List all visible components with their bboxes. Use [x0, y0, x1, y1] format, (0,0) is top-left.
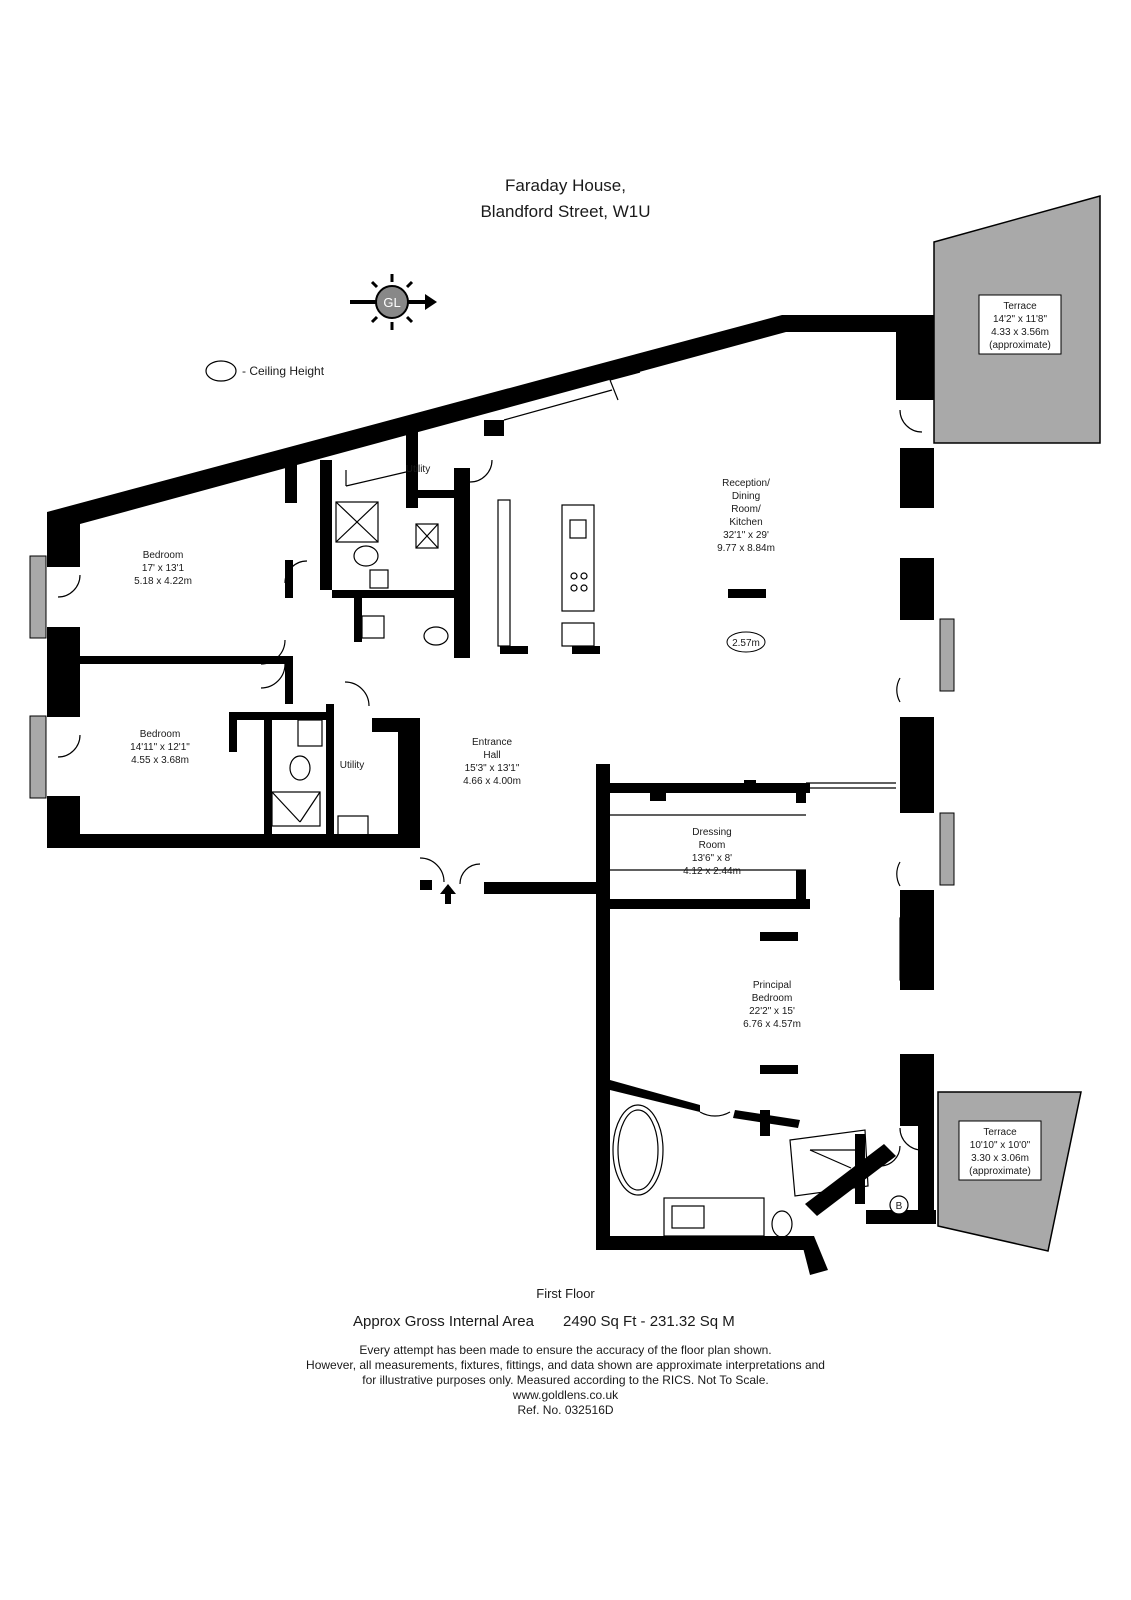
- room-size-imperial: 10'10" x 10'0": [970, 1140, 1031, 1151]
- room-name: Reception/: [722, 478, 770, 489]
- room-size-imperial: 15'3" x 13'1": [465, 763, 520, 774]
- entrance-hall-label: Entrance Hall 15'3" x 13'1" 4.66 x 4.00m: [463, 737, 521, 787]
- property-name: Faraday House,: [505, 176, 626, 195]
- area-label: Approx Gross Internal Area: [353, 1313, 534, 1330]
- compass-icon: GL: [350, 274, 437, 330]
- disclaimer-line-2: However, all measurements, fixtures, fit…: [306, 1358, 825, 1372]
- room-size-metric: 4.55 x 3.68m: [131, 755, 189, 766]
- terrace-top-label-box: [978, 294, 1062, 355]
- room-size-imperial: 22'2" x 15': [749, 1006, 795, 1017]
- beam: [728, 589, 766, 598]
- room-name: Terrace: [983, 1127, 1017, 1138]
- reference-number: Ref. No. 032516D: [517, 1403, 614, 1417]
- reception-label: Reception/ Dining Room/ Kitchen 32'1" x …: [717, 478, 775, 554]
- room-size-metric: 3.30 x 3.06m: [971, 1153, 1029, 1164]
- room-size-metric: 5.18 x 4.22m: [134, 576, 192, 587]
- boiler-label: B: [896, 1201, 903, 1212]
- ceiling-height-icon: [205, 360, 237, 382]
- room-name: Hall: [483, 750, 500, 761]
- room-name: Terrace: [1003, 301, 1037, 312]
- beam: [760, 1065, 798, 1074]
- reception-ceiling-height: 2.57m: [732, 638, 760, 649]
- room-note: (approximate): [969, 1166, 1031, 1177]
- disclaimer-line-3: for illustrative purposes only. Measured…: [362, 1373, 769, 1387]
- entrance-arrow-icon: [440, 884, 456, 904]
- disclaimer-line-1: Every attempt has been made to ensure th…: [359, 1343, 772, 1357]
- terrace-bottom-label-box: [958, 1120, 1042, 1181]
- room-name: Entrance: [472, 737, 512, 748]
- floor-label: First Floor: [536, 1286, 595, 1301]
- compass-label: GL: [383, 295, 400, 310]
- property-address: Blandford Street, W1U: [480, 202, 651, 221]
- room-size-metric: 4.66 x 4.00m: [463, 776, 521, 787]
- ceiling-height-legend: - Ceiling Height: [242, 364, 325, 378]
- room-name: Bedroom: [752, 993, 793, 1004]
- room-name: Kitchen: [729, 517, 762, 528]
- room-size-metric: 4.12 x 2.44m: [683, 866, 741, 877]
- website-link[interactable]: www.goldlens.co.uk: [512, 1388, 619, 1402]
- interior-walls: [80, 420, 865, 1204]
- dressing-room-label: Dressing Room 13'6" x 8' 4.12 x 2.44m: [683, 827, 741, 877]
- terrace-bottom-label: Terrace 10'10" x 10'0" 3.30 x 3.06m (app…: [969, 1127, 1031, 1177]
- room-note: (approximate): [989, 340, 1051, 351]
- room-size-metric: 9.77 x 8.84m: [717, 543, 775, 554]
- window: [29, 715, 47, 799]
- room-name: Room/: [731, 504, 761, 515]
- room-size-imperial: 14'2" x 11'8": [993, 314, 1048, 325]
- room-name: Room: [699, 840, 726, 851]
- room-size-metric: 6.76 x 4.57m: [743, 1019, 801, 1030]
- doors-and-fixtures: [57, 371, 923, 1238]
- bedroom1-label: Bedroom 17' x 13'1 5.18 x 4.22m: [134, 550, 192, 587]
- room-size-imperial: 14'11" x 12'1": [130, 742, 190, 753]
- room-size-imperial: 32'1" x 29': [723, 530, 769, 541]
- boiler-icon: [889, 1195, 909, 1215]
- bedroom2-label: Bedroom 14'11" x 12'1" 4.55 x 3.68m: [130, 729, 190, 766]
- window: [939, 812, 955, 886]
- room-name: Bedroom: [143, 550, 184, 561]
- room-name: Dressing: [692, 827, 731, 838]
- room-name: Principal: [753, 980, 791, 991]
- window: [939, 618, 955, 692]
- terrace-top-label: Terrace 14'2" x 11'8" 4.33 x 3.56m (appr…: [989, 301, 1051, 351]
- utility-top-label: Utility: [406, 464, 430, 475]
- area-value: 2490 Sq Ft - 231.32 Sq M: [563, 1313, 735, 1330]
- room-size-imperial: 13'6" x 8': [692, 853, 732, 864]
- window: [29, 555, 47, 639]
- room-size-metric: 4.33 x 3.56m: [991, 327, 1049, 338]
- room-name: Dining: [732, 491, 760, 502]
- ceiling-height-marker: [726, 631, 766, 653]
- room-size-imperial: 17' x 13'1: [142, 563, 185, 574]
- principal-bedroom-label: Principal Bedroom 22'2" x 15' 6.76 x 4.5…: [743, 980, 801, 1030]
- utility-hall-label: Utility: [340, 760, 364, 771]
- room-name: Bedroom: [140, 729, 181, 740]
- beam: [760, 932, 798, 941]
